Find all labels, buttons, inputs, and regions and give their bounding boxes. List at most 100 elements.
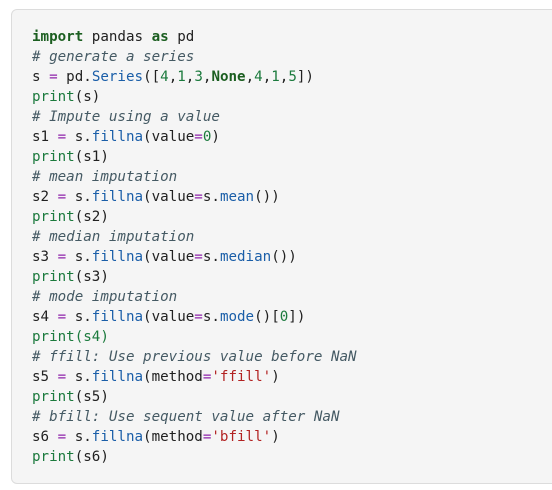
code-token: s. [66, 129, 92, 145]
code-token: fillna [91, 309, 144, 325]
code-token: (s4) [74, 329, 109, 345]
code-token: s. [202, 249, 220, 265]
code-token: ()[ [254, 309, 280, 325]
code-token: # generate a series [32, 49, 195, 65]
code-token: ()) [254, 189, 280, 205]
code-token: = [194, 309, 203, 325]
code-token: , [279, 69, 289, 85]
code-token: = [194, 129, 203, 145]
code-token: 3 [194, 69, 203, 85]
code-token: s3 [32, 249, 58, 265]
code-token: s. [66, 429, 92, 445]
code-token: ) [271, 429, 280, 445]
code-token: s. [66, 249, 92, 265]
code-token: as [151, 29, 169, 45]
code-token: = [194, 189, 203, 205]
code-token: 0 [279, 309, 289, 325]
code-line: s3 = s.fillna(value=s.median()) [32, 247, 357, 267]
code-token: fillna [91, 189, 144, 205]
code-token: = [57, 249, 67, 265]
code-line: print(s3) [32, 267, 357, 287]
code-line: print(s4) [32, 327, 357, 347]
code-token: = [194, 249, 203, 265]
code-token: s4 [32, 309, 58, 325]
code-token: # Impute using a value [32, 109, 220, 125]
code-token: (s6) [74, 449, 109, 465]
code-token: print [32, 269, 75, 285]
code-token: print [32, 209, 75, 225]
code-token: fillna [91, 129, 144, 145]
code-token: fillna [91, 369, 144, 385]
code-token: , [202, 69, 212, 85]
code-token: (value [143, 249, 195, 265]
code-token: = [57, 369, 67, 385]
code-token: mode [219, 309, 255, 325]
code-token: ([ [143, 69, 161, 85]
code-token: 0 [202, 129, 212, 145]
code-token: = [202, 369, 212, 385]
code-token: (s2) [74, 209, 109, 225]
code-line: print(s6) [32, 447, 357, 467]
code-token: pd. [57, 69, 92, 85]
code-token: # bfill: Use sequent value after NaN [32, 409, 340, 425]
code-line: print(s1) [32, 147, 357, 167]
code-token: (value [143, 129, 195, 145]
code-token: print [32, 449, 75, 465]
code-token: (s5) [74, 389, 109, 405]
code-token: fillna [91, 249, 144, 265]
code-token: 1 [271, 69, 280, 85]
code-token: (method [143, 429, 203, 445]
code-line: print(s2) [32, 207, 357, 227]
code-token: 4 [160, 69, 169, 85]
code-token: (s) [74, 89, 101, 105]
code-token: Series [91, 69, 144, 85]
code-line: s1 = s.fillna(value=0) [32, 127, 357, 147]
code-token: # mean imputation [32, 169, 178, 185]
code-token: (s3) [74, 269, 109, 285]
code-line: s6 = s.fillna(method='bfill') [32, 427, 357, 447]
code-token: print [32, 329, 75, 345]
code-token: mean [219, 189, 255, 205]
code-token: s6 [32, 429, 58, 445]
code-token: 'ffill' [211, 369, 272, 385]
code-token: s5 [32, 369, 58, 385]
code-line: # generate a series [32, 47, 357, 67]
code-token: ()) [271, 249, 297, 265]
code-token: ]) [288, 309, 306, 325]
code-line: print(s5) [32, 387, 357, 407]
code-token: s2 [32, 189, 58, 205]
code-token: ) [271, 369, 280, 385]
code-token: ) [211, 129, 220, 145]
code-token: None [211, 69, 246, 85]
code-line: import pandas as pd [32, 27, 357, 47]
code-token: 5 [288, 69, 297, 85]
code-token: median [219, 249, 272, 265]
code-token: , [245, 69, 255, 85]
code-token: s1 [32, 129, 58, 145]
code-token: = [202, 429, 212, 445]
code-token: # ffill: Use previous value before NaN [32, 349, 357, 365]
code-token: (method [143, 369, 203, 385]
code-token: # median imputation [32, 229, 195, 245]
code-token: s [32, 69, 50, 85]
code-token: 'bfill' [211, 429, 272, 445]
code-token: s. [66, 309, 92, 325]
code-line: # bfill: Use sequent value after NaN [32, 407, 357, 427]
code-token: print [32, 389, 75, 405]
code-token: 1 [177, 69, 186, 85]
code-token: , [168, 69, 178, 85]
code-token: (s1) [74, 149, 109, 165]
code-token: print [32, 89, 75, 105]
code-line: s4 = s.fillna(value=s.mode()[0]) [32, 307, 357, 327]
code-token: fillna [91, 429, 144, 445]
code-token: (value [143, 189, 195, 205]
code-line: # mean imputation [32, 167, 357, 187]
code-token: print [32, 149, 75, 165]
code-token: 4 [254, 69, 263, 85]
code-token: , [185, 69, 195, 85]
code-token: , [262, 69, 272, 85]
code-line: # mode imputation [32, 287, 357, 307]
code-token: pandas [83, 29, 152, 45]
